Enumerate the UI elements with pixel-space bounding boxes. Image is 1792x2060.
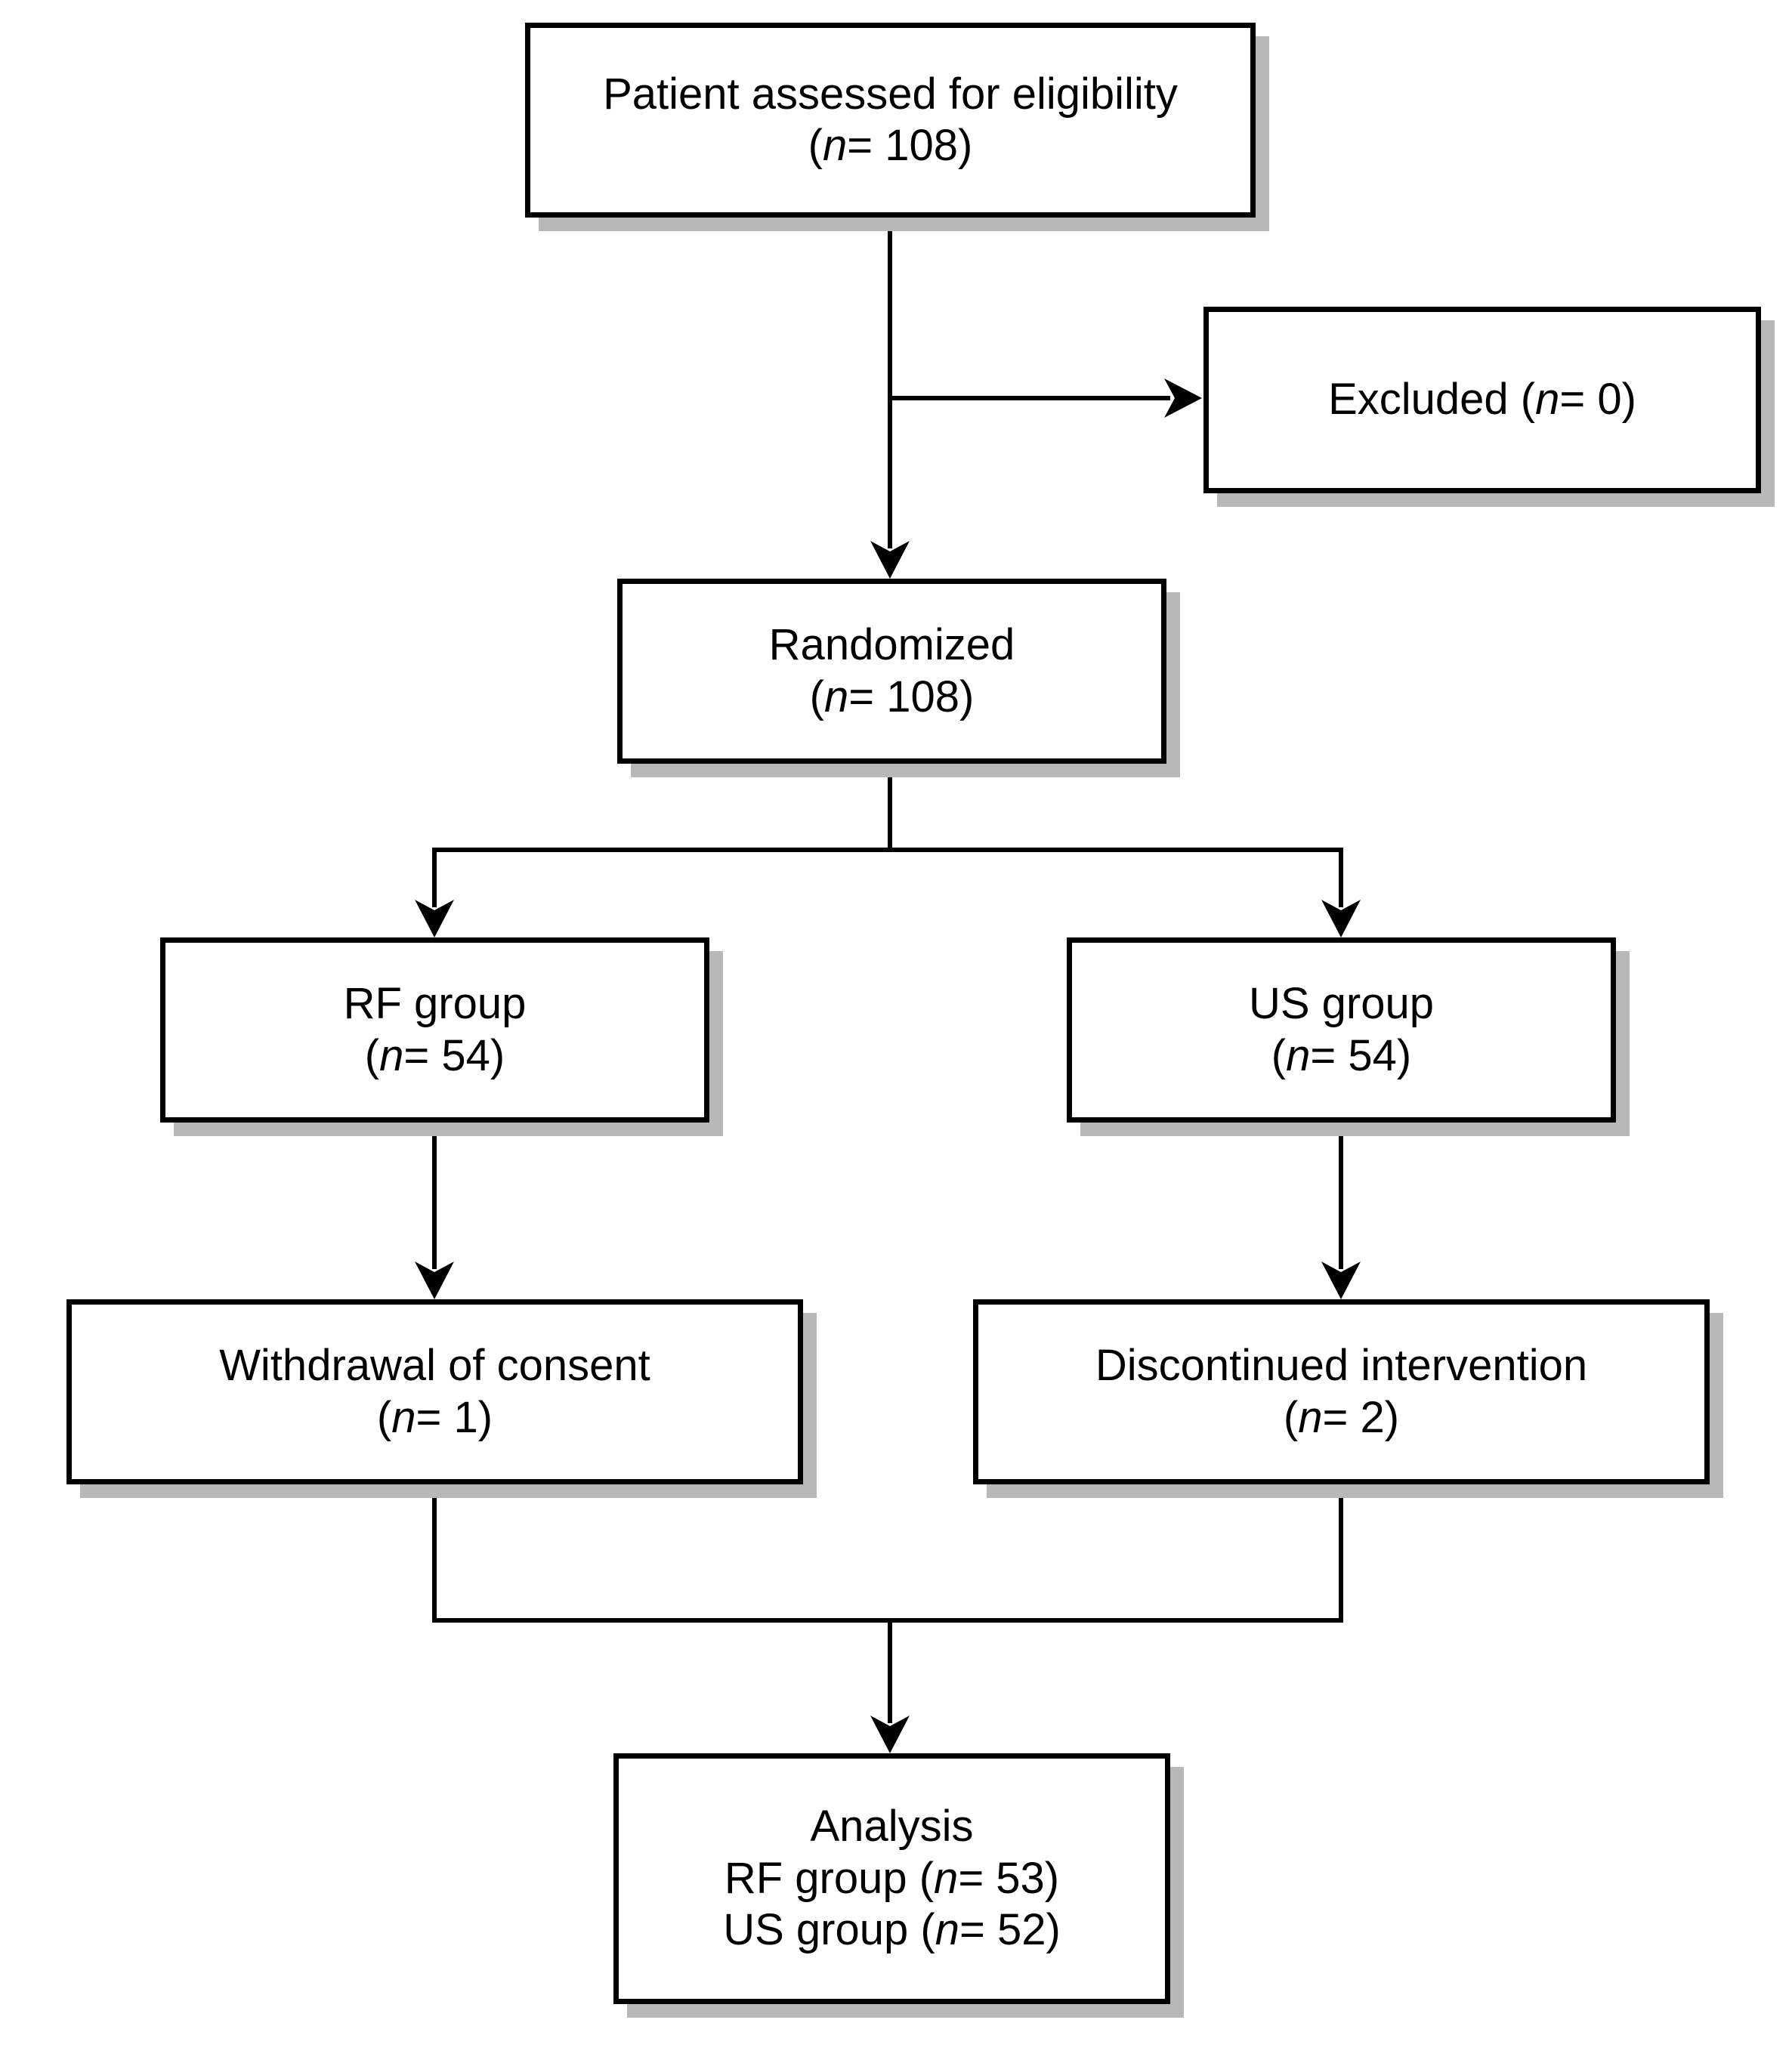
arrowhead-right-excluded-icon	[1164, 378, 1202, 418]
randomized-count: (n= 108)	[810, 672, 975, 723]
analysis-rf-text: RF group (	[724, 1853, 935, 1903]
analysis-title: Analysis	[810, 1802, 974, 1852]
count-paren-open: (	[808, 121, 823, 170]
excluded-text: Excluded (	[1328, 375, 1536, 425]
count-n-symbol: n	[935, 1905, 959, 1955]
arrowhead-down-rf-icon	[415, 900, 454, 937]
rf-group-count: (n= 54)	[365, 1030, 505, 1082]
box-excluded: Excluded (n= 0)	[1203, 307, 1761, 493]
count-n-symbol: n	[934, 1853, 959, 1903]
eligibility-title: Patient assessed for eligibility	[603, 69, 1178, 119]
arrowhead-down-us-icon	[1321, 900, 1361, 937]
arrowhead-down-discontinued-icon	[1321, 1262, 1361, 1299]
box-rf-group: RF group (n= 54)	[160, 937, 709, 1123]
excluded-label: Excluded (n= 0)	[1328, 374, 1636, 425]
analysis-us-text: US group (	[723, 1905, 935, 1955]
count-n-symbol: n	[1298, 1392, 1323, 1442]
count-value: = 54)	[1310, 1030, 1412, 1080]
arrowhead-down-withdrawal-icon	[415, 1262, 454, 1299]
eligibility-count: (n= 108)	[808, 120, 973, 171]
count-paren-open: (	[364, 1030, 380, 1080]
count-paren-open: (	[1271, 1030, 1287, 1080]
count-value: = 2)	[1322, 1392, 1400, 1442]
rf-group-title: RF group	[343, 979, 527, 1029]
count-paren-open: (	[376, 1392, 392, 1442]
count-n-symbol: n	[1535, 375, 1560, 425]
box-eligibility: Patient assessed for eligibility (n= 108…	[525, 23, 1256, 218]
count-value: = 108)	[848, 672, 975, 721]
box-us-group: US group (n= 54)	[1067, 937, 1616, 1123]
withdrawal-title: Withdrawal of consent	[219, 1341, 650, 1391]
count-value: = 108)	[847, 121, 973, 170]
us-group-count: (n= 54)	[1271, 1030, 1411, 1082]
count-paren-open: (	[1283, 1392, 1299, 1442]
withdrawal-count: (n= 1)	[377, 1392, 493, 1444]
box-discontinued: Discontinued intervention (n= 2)	[973, 1299, 1710, 1484]
box-randomized: Randomized (n= 108)	[617, 579, 1166, 764]
analysis-rf-line: RF group (n= 53)	[725, 1853, 1059, 1904]
randomized-title: Randomized	[768, 620, 1015, 670]
count-n-symbol: n	[391, 1392, 416, 1442]
arrowhead-down-randomized-icon	[870, 541, 910, 579]
count-value: = 54)	[403, 1030, 505, 1080]
box-analysis: Analysis RF group (n= 53) US group (n= 5…	[613, 1753, 1170, 2004]
count-n-symbol: n	[823, 672, 849, 721]
box-withdrawal: Withdrawal of consent (n= 1)	[66, 1299, 803, 1484]
count-value: = 53)	[958, 1853, 1060, 1903]
discontinued-title: Discontinued intervention	[1095, 1341, 1588, 1391]
count-n-symbol: n	[379, 1030, 404, 1080]
count-value: = 0)	[1559, 375, 1636, 425]
count-value: = 52)	[959, 1905, 1061, 1955]
count-paren-open: (	[809, 672, 824, 721]
count-n-symbol: n	[1286, 1030, 1311, 1080]
count-n-symbol: n	[822, 121, 848, 170]
arrowhead-down-analysis-icon	[870, 1716, 910, 1753]
us-group-title: US group	[1248, 979, 1435, 1029]
discontinued-count: (n= 2)	[1284, 1392, 1399, 1444]
analysis-us-line: US group (n= 52)	[723, 1904, 1061, 1956]
count-value: = 1)	[416, 1392, 493, 1442]
